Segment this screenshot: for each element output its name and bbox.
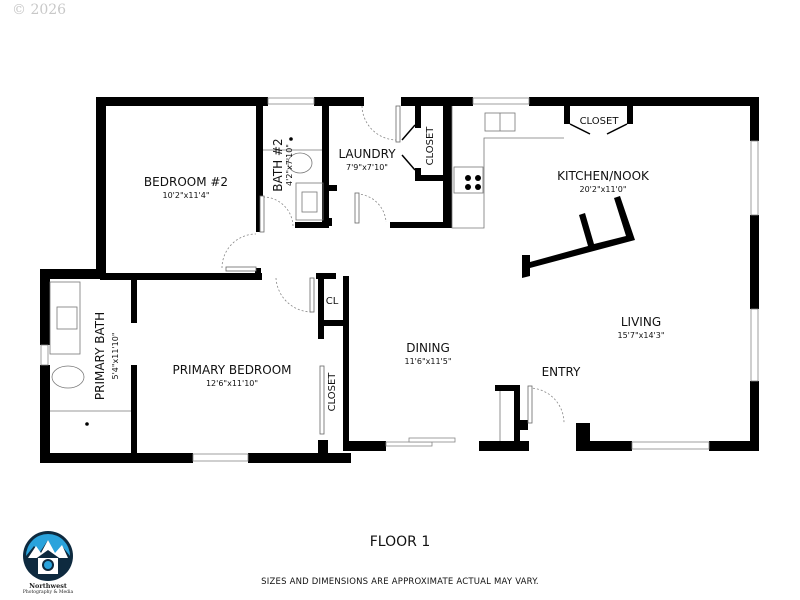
door-leaves <box>225 105 533 435</box>
room-name-laundry-closet: CLOSET <box>425 126 436 166</box>
floor-title: FLOOR 1 <box>369 534 431 550</box>
room-name-living: LIVING <box>621 315 661 329</box>
room-name-primary-closet: CLOSET <box>327 372 338 412</box>
disclaimer: SIZES AND DIMENSIONS ARE APPROXIMATE ACT… <box>261 577 539 587</box>
fixtures <box>49 106 564 441</box>
room-name-bedroom2: BEDROOM #2 <box>144 175 228 189</box>
walls <box>40 97 759 463</box>
room-name-bath2: BATH #2 <box>271 138 285 191</box>
room-name-primary-bedroom: PRIMARY BEDROOM <box>172 363 291 377</box>
room-name-kitchen-closet: CLOSET <box>580 116 620 127</box>
room-name-laundry: LAUNDRY <box>338 147 396 161</box>
brand-subtitle: Photography & Media <box>22 590 74 595</box>
room-dims-kitchen: 20'2"x11'0" <box>579 185 626 194</box>
room-name-entry: ENTRY <box>542 365 581 379</box>
brand-name: Northwest <box>29 582 67 590</box>
room-name-hall-closet: CL <box>326 296 339 307</box>
room-dims-laundry: 7'9"x7'10" <box>346 163 388 172</box>
room-labels: BEDROOM #2 10'2"x11'4" BATH #2 4'2"x7'10… <box>93 116 665 411</box>
doors <box>221 105 565 424</box>
copyright-notice: © 2026 <box>12 2 67 18</box>
room-dims-primary-bath: 5'4"x11'10" <box>111 332 120 379</box>
room-dims-living: 15'7"x14'3" <box>617 331 664 340</box>
room-dims-bath2: 4'2"x7'10" <box>285 144 294 186</box>
room-name-primary-bath: PRIMARY BATH <box>93 312 107 400</box>
room-name-kitchen: KITCHEN/NOOK <box>557 169 650 183</box>
room-dims-primary-bedroom: 12'6"x11'10" <box>206 379 258 388</box>
brand-logo-icon <box>23 531 73 581</box>
room-dims-dining: 11'6"x11'5" <box>404 357 451 366</box>
room-dims-bedroom2: 10'2"x11'4" <box>162 191 209 200</box>
windows <box>40 97 759 462</box>
room-name-dining: DINING <box>406 341 450 355</box>
